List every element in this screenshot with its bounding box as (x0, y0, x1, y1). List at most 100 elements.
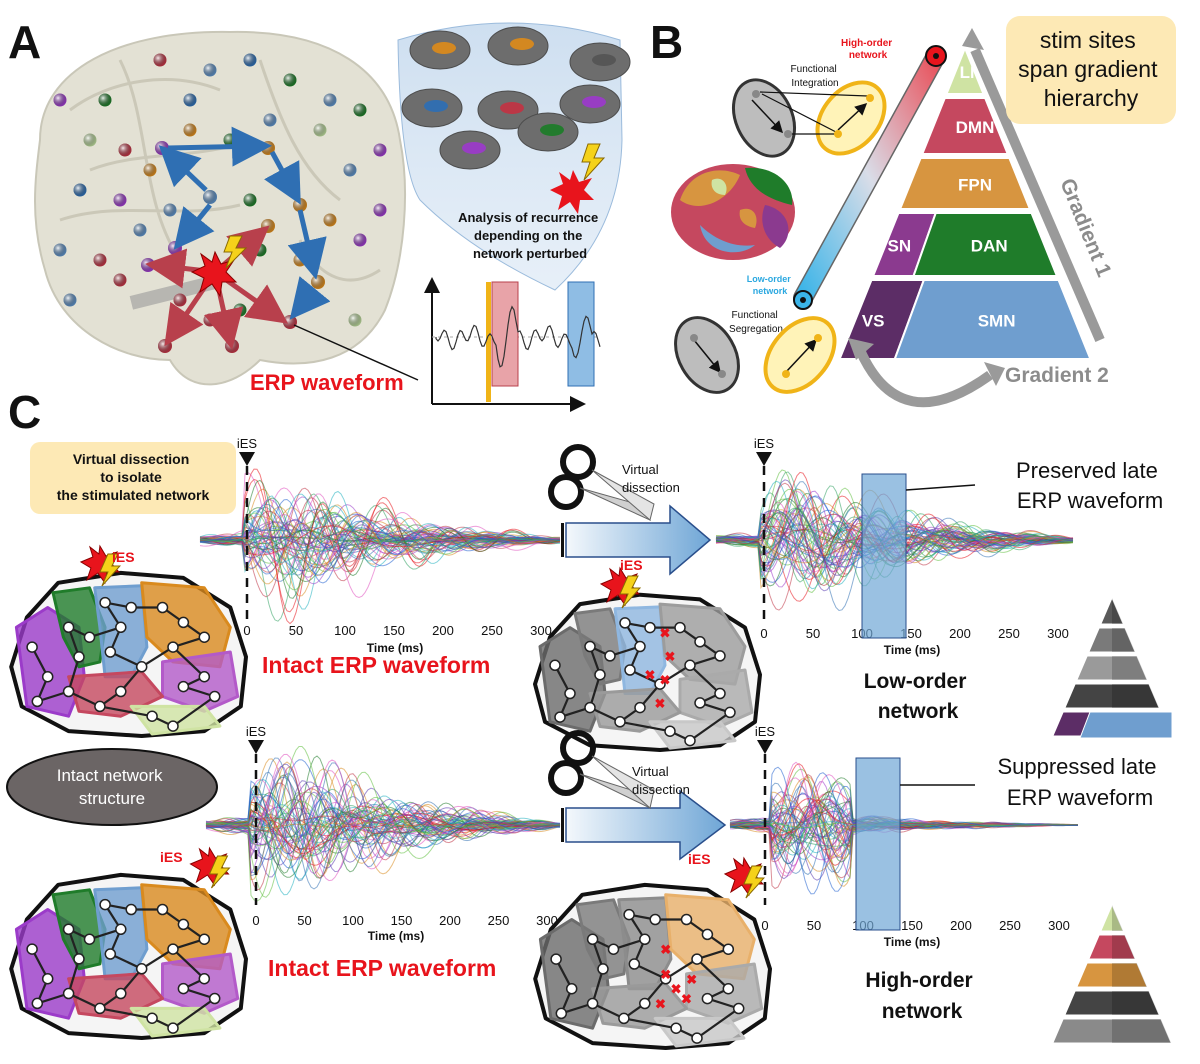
erp-trace (205, 800, 561, 847)
low-order-network-label: Low-order network (864, 670, 973, 723)
time-tick-label: 150 (383, 623, 405, 638)
network-node (639, 933, 651, 946)
time-tick-label: 150 (391, 913, 413, 928)
integration-modules (732, 78, 887, 158)
erp-trace (206, 780, 561, 860)
time-tick-label: 100 (334, 623, 356, 638)
time-tick-label: 50 (297, 913, 311, 928)
time-tick-label: 300 (536, 913, 558, 928)
network-node (722, 943, 735, 955)
gradient-arrows (848, 28, 1105, 408)
network-node (564, 687, 576, 700)
network-edge (633, 963, 667, 980)
network-node (177, 918, 190, 931)
network-node (62, 685, 75, 698)
network-node (62, 621, 75, 634)
network-node (565, 982, 578, 995)
erp-trace (199, 487, 561, 598)
network-edge (659, 664, 691, 686)
cut-mark-icon: ✖ (660, 942, 671, 957)
network-node (623, 908, 635, 921)
erp-trace (199, 518, 560, 572)
network-node (584, 640, 596, 653)
erp-trace (199, 508, 561, 560)
time-tick-label: 200 (432, 623, 454, 638)
lightning-bolt-icon (99, 553, 122, 587)
ies-marker-arrow-icon (239, 452, 255, 466)
mini-pyramid-level (1064, 990, 1160, 1016)
network-node (724, 706, 736, 719)
time-tick-label: 0 (761, 918, 768, 933)
erp-trace (199, 519, 561, 576)
dissection-note: Virtual dissection to isolate the stimul… (30, 442, 236, 514)
pyramid-level-dmn (920, 97, 1010, 155)
network-node (208, 690, 221, 703)
cut-mark-icon: ✖ (665, 649, 676, 664)
network-node (555, 1007, 568, 1020)
ies-marker-arrow-icon (757, 740, 773, 754)
network-node (115, 621, 127, 634)
erp-trace (199, 472, 560, 599)
network-node (644, 621, 656, 634)
network-edge (172, 646, 206, 678)
time-axis-label: Time (ms) (884, 935, 940, 949)
cut-mark-icon: ✖ (686, 972, 697, 987)
svg-text:Intact network structure: Intact network structure (57, 766, 168, 808)
network-node (624, 664, 636, 676)
network-edge (68, 992, 101, 1010)
time-tick-label: 250 (488, 913, 510, 928)
mini-pyramid-level (1100, 903, 1124, 932)
pyramid-label-fpn: FPN (958, 176, 992, 195)
time-tick-label: 200 (950, 918, 972, 933)
gradient2-label: Gradient 2 (1005, 364, 1109, 387)
cut-mark-icon: ✖ (671, 982, 682, 997)
erp-trace (205, 753, 561, 882)
erp-trace (205, 768, 561, 864)
network-node (73, 651, 85, 663)
cut-mark-icon: ✖ (660, 967, 671, 982)
network-node (26, 943, 38, 955)
network-node (41, 670, 54, 683)
dissected-brain-bottom: ✖✖✖✖✖✖ (533, 856, 772, 1050)
network-edge (172, 695, 216, 727)
ies-label-top-left: iES (112, 549, 135, 565)
network-edge (592, 1002, 625, 1020)
time-tick-label: 300 (1047, 626, 1069, 641)
time-tick-label: 250 (998, 626, 1020, 641)
intact-structure-badge: Intact network structure (6, 748, 218, 826)
network-node (104, 646, 117, 658)
low-order-pyramid (1052, 596, 1173, 739)
network-edge (696, 1007, 740, 1039)
time-tick-label: 100 (342, 913, 364, 928)
preserved-pointer (905, 484, 976, 491)
network-node (167, 641, 179, 653)
panel-label-a: A (8, 16, 41, 68)
network-arrows-blue (158, 126, 331, 320)
cut-mark-icon: ✖ (681, 992, 692, 1007)
cut-mark-icon: ✖ (655, 997, 666, 1012)
network-node (714, 687, 726, 700)
pyramid-level-ln (944, 45, 986, 95)
high-order-pyramid (1052, 903, 1172, 1044)
late-window-bottom (855, 757, 901, 931)
network-node (701, 928, 714, 941)
network-node (115, 685, 127, 698)
pyramid-label-dmn: DMN (956, 118, 995, 137)
panel-label-b: B (650, 16, 683, 68)
time-tick-label: 300 (530, 623, 552, 638)
network-edge (68, 690, 101, 708)
time-tick-label: 0 (243, 623, 250, 638)
erp-trace (205, 815, 561, 835)
scissors-icon (548, 444, 655, 521)
network-node (586, 933, 599, 946)
erp-trace (200, 530, 561, 552)
network-node (549, 659, 561, 672)
network-node (177, 982, 190, 995)
network-node (83, 631, 96, 643)
ies-label-bottom-left: iES (160, 849, 183, 865)
network-edge (67, 656, 81, 692)
cut-mark-icon: ✖ (660, 625, 671, 640)
erp-bundle-bottom-intact (205, 746, 561, 902)
network-node (146, 710, 158, 722)
